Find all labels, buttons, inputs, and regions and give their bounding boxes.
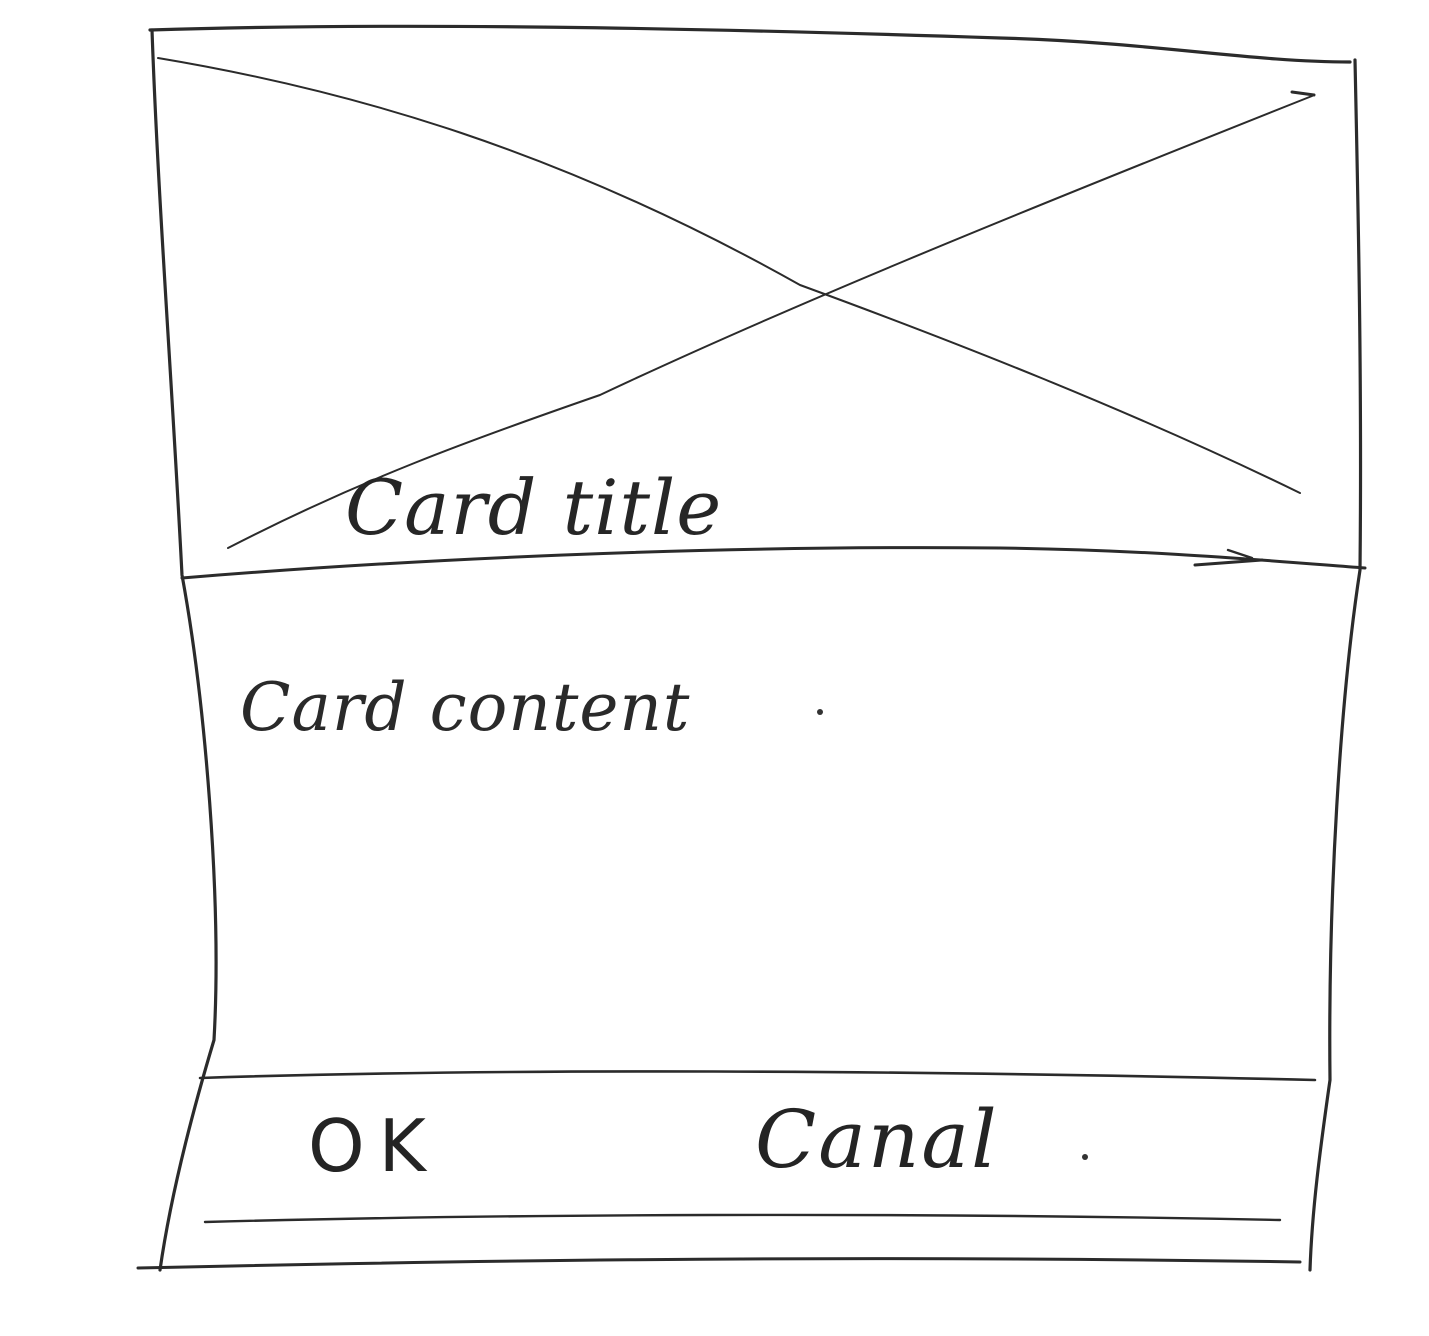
cancel-button[interactable]: Canal — [755, 1093, 999, 1186]
ok-button[interactable]: OK — [308, 1104, 440, 1188]
stray-dot — [1082, 1154, 1088, 1160]
card-content: Card content — [240, 669, 691, 746]
card-title: Card title — [345, 463, 723, 552]
card-media — [160, 30, 1355, 570]
stray-dot — [817, 709, 823, 715]
